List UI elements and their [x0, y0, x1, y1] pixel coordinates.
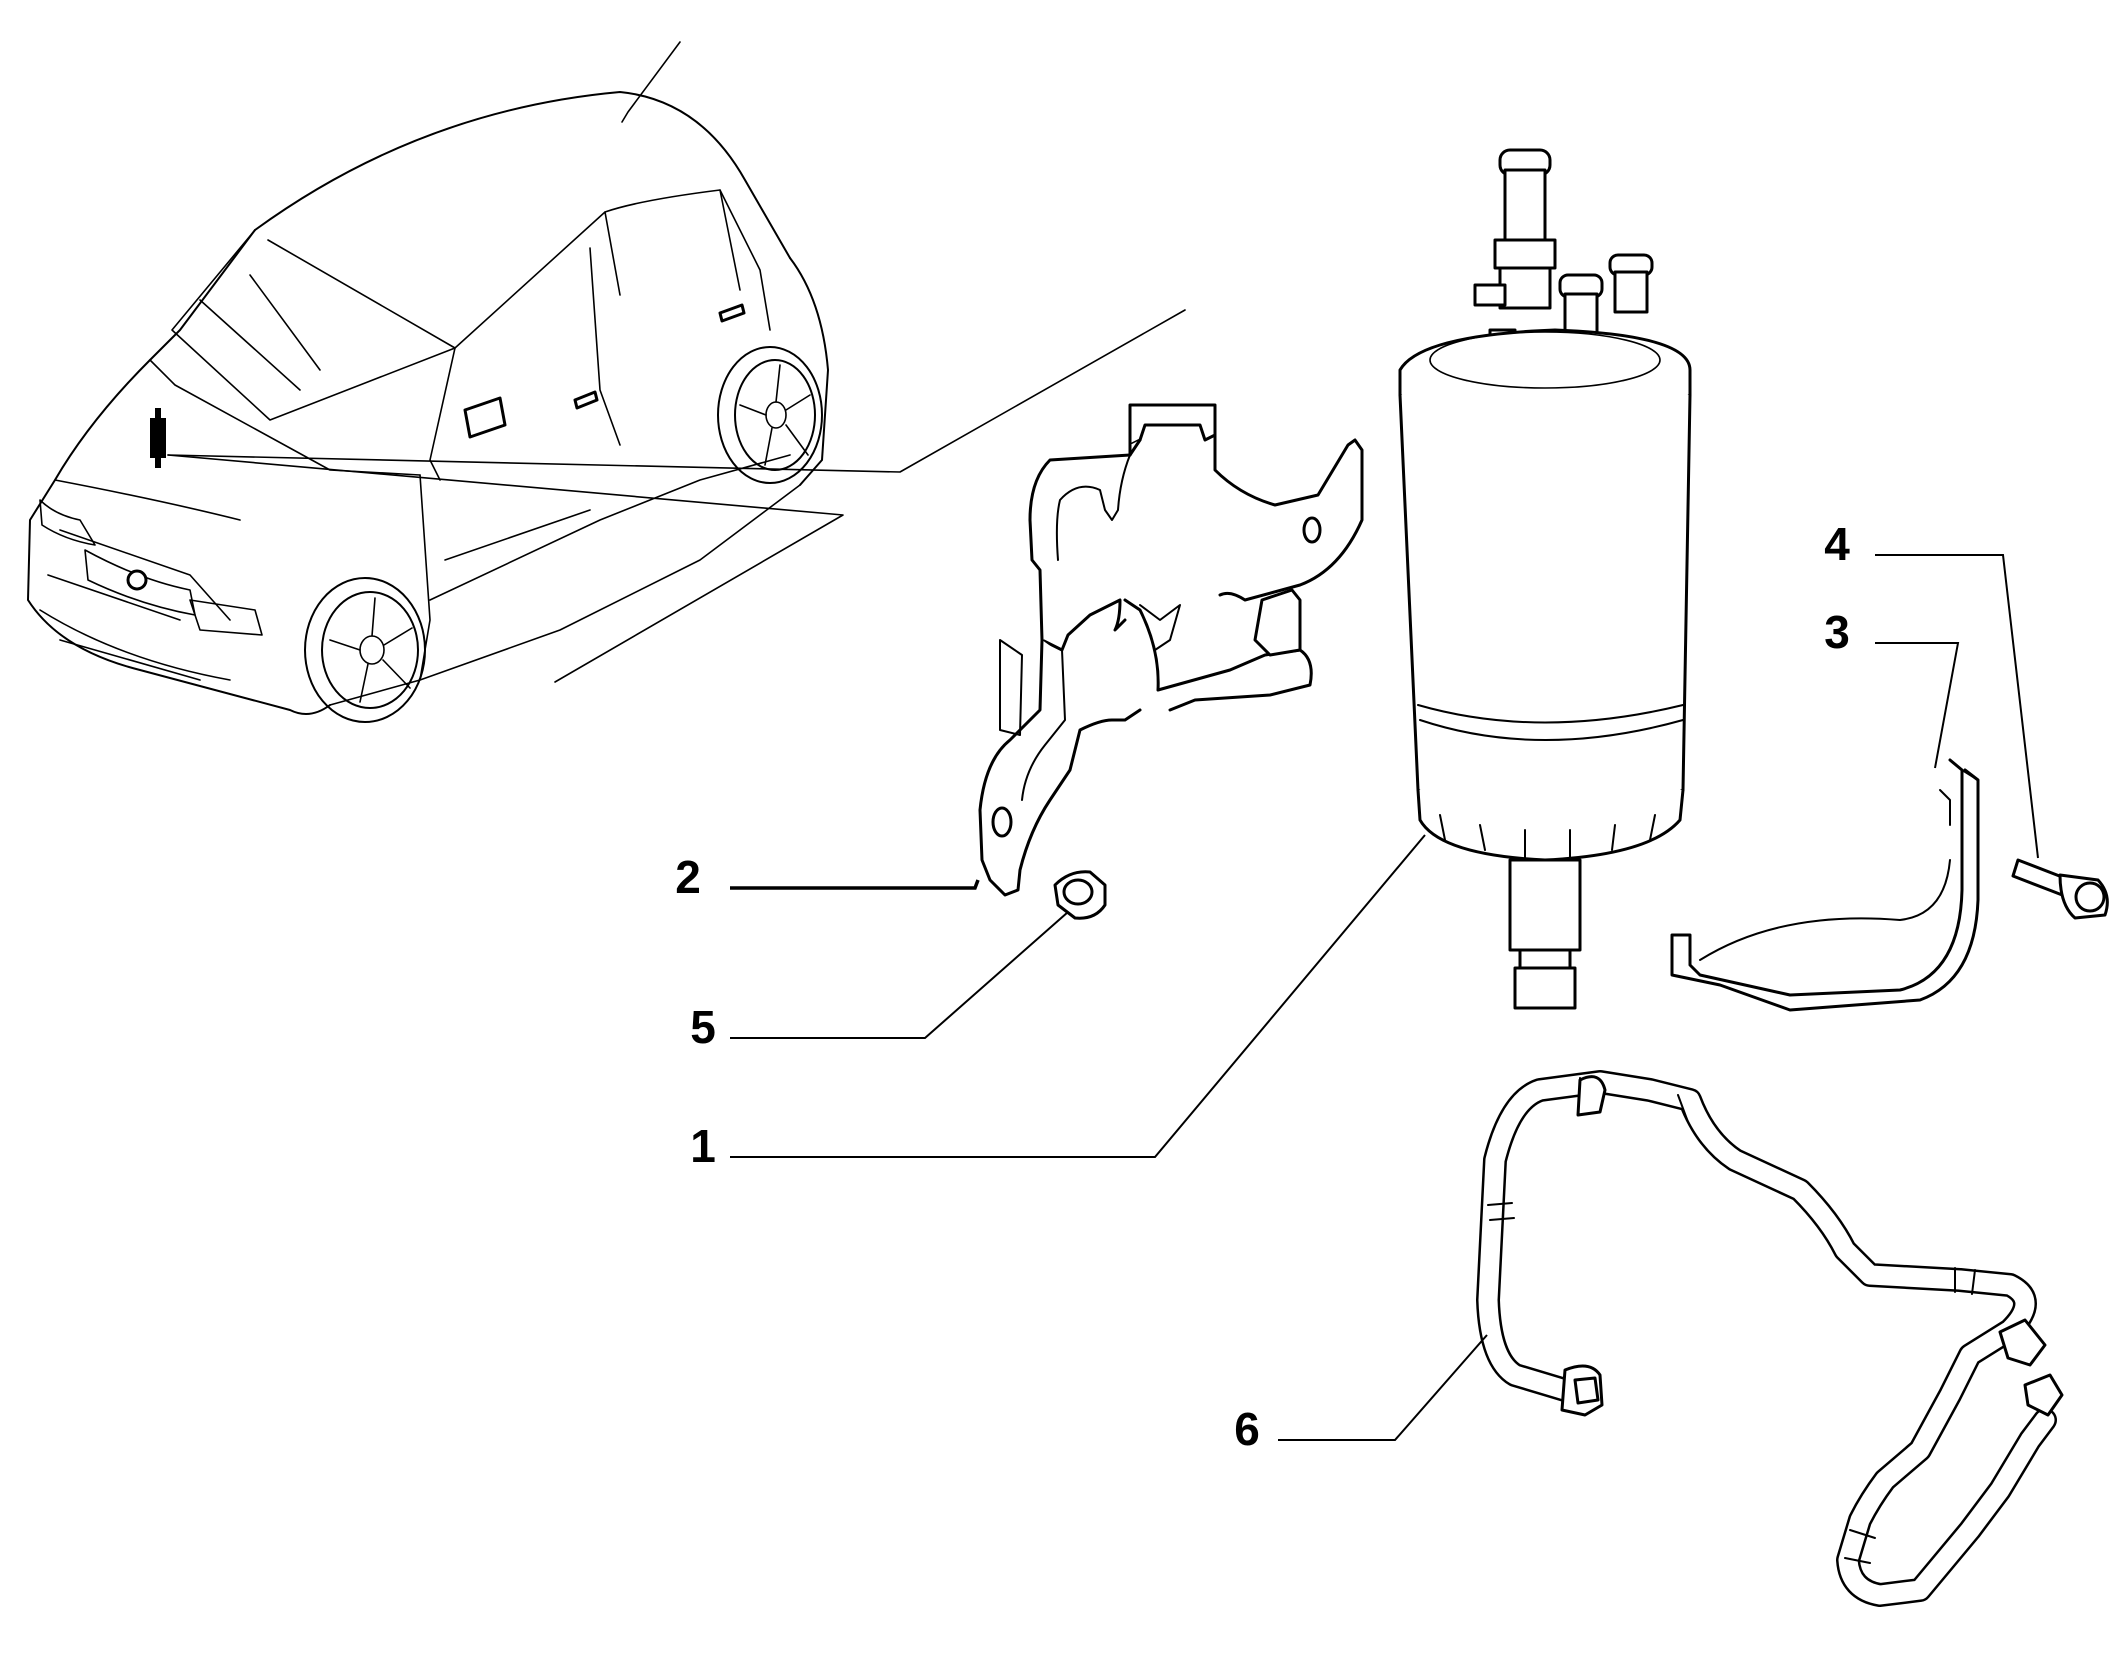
leader-lines [730, 554, 2039, 1441]
front-wheel-icon [304, 577, 426, 723]
callout-4: 4 [1824, 518, 1850, 570]
callout-labels: 2 5 1 4 3 6 [675, 518, 1850, 1455]
leader-1 [730, 834, 1426, 1158]
callout-1: 1 [690, 1120, 716, 1172]
callout-3: 3 [1824, 606, 1850, 658]
mounting-bracket-part [978, 403, 1364, 897]
callout-2: 2 [675, 851, 701, 903]
callout-6: 6 [1234, 1403, 1260, 1455]
fuel-filter-part [1398, 148, 1692, 1010]
fuel-hose-part [1476, 1070, 2064, 1607]
callout-5: 5 [690, 1001, 716, 1053]
rear-wheel-icon [717, 346, 823, 484]
nut-part [1053, 870, 1107, 920]
leader-3 [1875, 642, 1960, 769]
leader-4 [1875, 554, 2039, 859]
leader-5 [730, 911, 1069, 1039]
bolt-part [2011, 858, 2109, 920]
vehicle-locator-illustration [27, 41, 1186, 723]
leader-2 [730, 879, 980, 890]
filter-location-marker-icon [150, 408, 166, 468]
leader-6 [1278, 1334, 1488, 1441]
clamp-strap-part [1670, 758, 1980, 1012]
